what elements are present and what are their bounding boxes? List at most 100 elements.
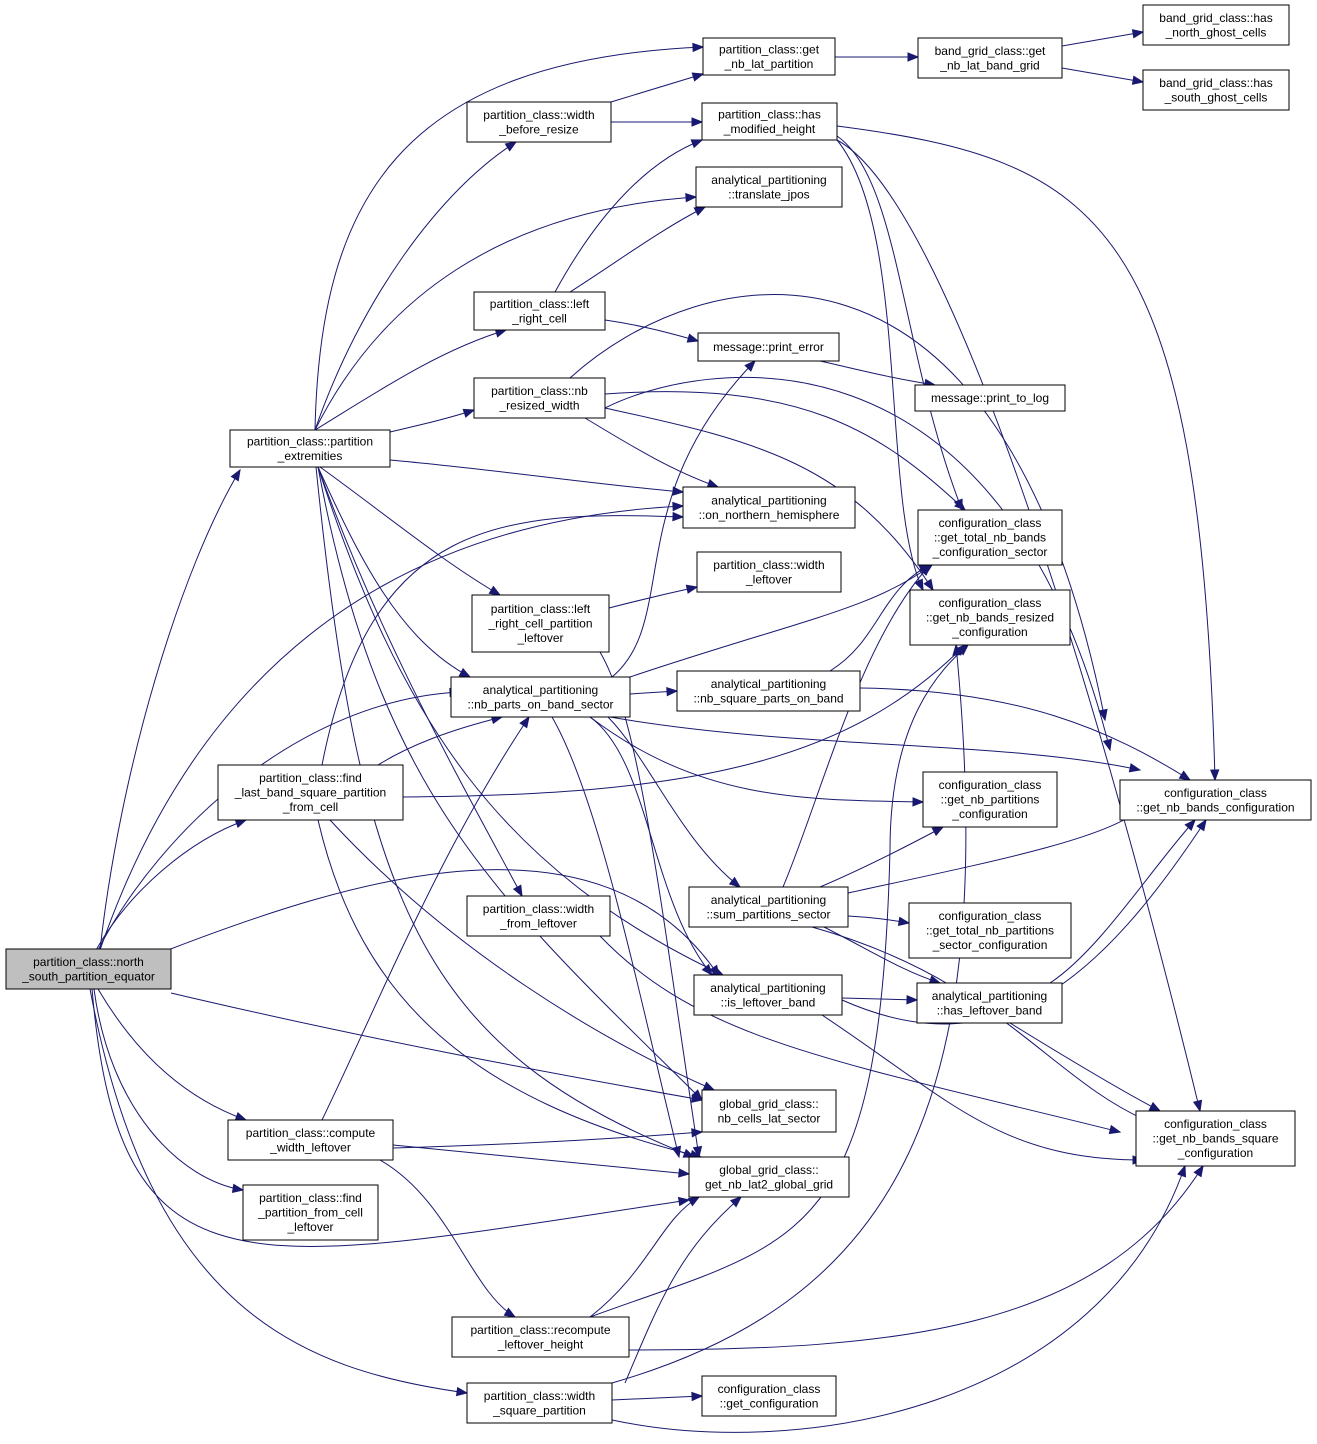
edge-line xyxy=(329,819,715,1091)
node-hmh[interactable]: partition_class::has_modified_height xyxy=(701,102,838,141)
node-box[interactable] xyxy=(227,1119,394,1161)
node-box[interactable] xyxy=(242,1184,379,1241)
node-hlb[interactable]: analytical_partitioning::has_leftover_ba… xyxy=(916,982,1063,1024)
node-label-line: _configuration xyxy=(951,807,1027,821)
node-label-line: _partition_from_cell xyxy=(257,1206,363,1220)
node-box[interactable] xyxy=(701,102,838,141)
node-box[interactable] xyxy=(5,948,172,990)
edge-line xyxy=(609,716,1141,771)
node-gnbc[interactable]: configuration_class::get_nb_bands_config… xyxy=(1119,779,1312,821)
node-gnlp[interactable]: partition_class::get_nb_lat_partition xyxy=(702,37,836,76)
edge-arrowhead xyxy=(1193,1164,1204,1178)
node-label-line: _nb_lat_band_grid xyxy=(939,58,1039,72)
node-wsp[interactable]: partition_class::width_square_partition xyxy=(466,1382,613,1424)
node-wl[interactable]: partition_class::width_leftover xyxy=(696,551,842,593)
node-box[interactable] xyxy=(471,594,610,653)
node-gtnp[interactable]: configuration_class::get_total_nb_partit… xyxy=(908,902,1072,959)
node-label-line: ::get_nb_bands_square xyxy=(1152,1132,1278,1146)
node-box[interactable] xyxy=(473,291,606,331)
edge-arrowhead xyxy=(1108,1124,1122,1135)
edge-line xyxy=(97,691,461,951)
node-wbr[interactable]: partition_class::width_before_resize xyxy=(466,101,612,143)
node-box[interactable] xyxy=(701,1375,837,1417)
edge-pe-to-gncl xyxy=(317,466,703,1101)
node-box[interactable] xyxy=(701,1089,837,1133)
node-gc[interactable]: configuration_class::get_configuration xyxy=(701,1375,837,1417)
node-box[interactable] xyxy=(217,764,404,821)
node-nrw[interactable]: partition_class::nb_resized_width xyxy=(473,377,606,419)
node-onh[interactable]: analytical_partitioning::on_northern_hem… xyxy=(682,486,856,529)
node-gnbs[interactable]: configuration_class::get_nb_bands_square… xyxy=(1135,1110,1296,1167)
node-box[interactable] xyxy=(697,332,840,362)
node-box[interactable] xyxy=(229,429,391,468)
node-box[interactable] xyxy=(473,377,606,419)
node-box[interactable] xyxy=(450,676,631,718)
node-box[interactable] xyxy=(1142,4,1290,46)
node-root[interactable]: partition_class::north_south_partition_e… xyxy=(5,948,172,990)
node-ilb[interactable]: analytical_partitioning::is_leftover_ban… xyxy=(693,974,843,1016)
edge-npbs-to-gnl2 xyxy=(551,716,682,1159)
node-box[interactable] xyxy=(922,771,1058,828)
node-lrcpl[interactable]: partition_class::left_right_cell_partiti… xyxy=(471,594,610,653)
edge-arrowhead xyxy=(488,585,502,596)
node-box[interactable] xyxy=(682,486,856,529)
edge-pe-to-wbr xyxy=(314,141,518,431)
node-box[interactable] xyxy=(908,902,1072,959)
node-label-line: partition_class::find xyxy=(259,771,362,785)
node-sps[interactable]: analytical_partitioning::sum_partitions_… xyxy=(688,886,849,928)
edge-pr-to-ptl xyxy=(819,360,937,389)
node-box[interactable] xyxy=(693,974,843,1016)
node-label-line: partition_class::width xyxy=(713,558,824,572)
node-label-line: ::get_nb_bands_resized xyxy=(926,611,1054,625)
edge-cwl-to-rlh xyxy=(379,1159,517,1318)
node-bgl[interactable]: band_grid_class::get_nb_lat_band_grid xyxy=(917,37,1063,79)
node-gnl2[interactable]: global_grid_class::get_nb_lat2_global_gr… xyxy=(688,1156,850,1198)
node-box[interactable] xyxy=(695,166,843,208)
node-rlh[interactable]: partition_class::recompute_leftover_heig… xyxy=(451,1316,630,1358)
edge-arrowhead xyxy=(897,916,911,927)
node-box[interactable] xyxy=(696,551,842,593)
node-box[interactable] xyxy=(451,1316,630,1358)
node-box[interactable] xyxy=(676,670,861,712)
edge-line xyxy=(836,139,1201,1112)
node-ptl[interactable]: message::print_to_log xyxy=(914,384,1066,412)
node-label-line: band_grid_class::has xyxy=(1159,76,1272,90)
node-box[interactable] xyxy=(909,589,1071,646)
node-gnpc[interactable]: configuration_class::get_nb_partitions_c… xyxy=(922,771,1058,828)
node-hng[interactable]: band_grid_class::has_north_ghost_cells xyxy=(1142,4,1290,46)
node-pe[interactable]: partition_class::partition_extremities xyxy=(229,429,391,468)
node-box[interactable] xyxy=(466,101,612,143)
node-box[interactable] xyxy=(916,982,1063,1024)
edge-arrowhead xyxy=(914,578,924,592)
node-box[interactable] xyxy=(1135,1110,1296,1167)
edge-arrowhead xyxy=(1177,1164,1187,1178)
node-label-line: ::get_nb_partitions xyxy=(941,793,1040,807)
node-lrc[interactable]: partition_class::left_right_cell xyxy=(473,291,606,331)
node-box[interactable] xyxy=(688,886,849,928)
edge-wsp-to-gnbr xyxy=(611,643,967,1384)
node-box[interactable] xyxy=(688,1156,850,1198)
node-box[interactable] xyxy=(1119,779,1312,821)
node-box[interactable] xyxy=(466,895,611,937)
node-hsg[interactable]: band_grid_class::has_south_ghost_cells xyxy=(1142,69,1290,111)
node-tj[interactable]: analytical_partitioning::translate_jpos xyxy=(695,166,843,208)
node-fpc[interactable]: partition_class::find_partition_from_cel… xyxy=(242,1184,379,1241)
edge-lrc-to-hmh xyxy=(554,139,704,293)
node-flb[interactable]: partition_class::find_last_band_square_p… xyxy=(217,764,404,821)
node-box[interactable] xyxy=(466,1382,613,1424)
node-box[interactable] xyxy=(914,384,1066,412)
node-npbs[interactable]: analytical_partitioning::nb_parts_on_ban… xyxy=(450,676,631,718)
node-box[interactable] xyxy=(917,509,1063,566)
node-label-line: configuration_class xyxy=(1164,786,1267,800)
node-wfl[interactable]: partition_class::width_from_leftover xyxy=(466,895,611,937)
node-box[interactable] xyxy=(1142,69,1290,111)
node-box[interactable] xyxy=(702,37,836,76)
node-pr[interactable]: message::print_error xyxy=(697,332,840,362)
node-nspb[interactable]: analytical_partitioning::nb_square_parts… xyxy=(676,670,861,712)
node-gtnb[interactable]: configuration_class::get_total_nb_bands_… xyxy=(917,509,1063,566)
node-gncl[interactable]: global_grid_class::nb_cells_lat_sector xyxy=(701,1089,837,1133)
node-gnbr[interactable]: configuration_class::get_nb_bands_resize… xyxy=(909,589,1071,646)
node-box[interactable] xyxy=(917,37,1063,79)
edge-arrowhead xyxy=(691,1089,703,1101)
node-cwl[interactable]: partition_class::compute_width_leftover xyxy=(227,1119,394,1161)
